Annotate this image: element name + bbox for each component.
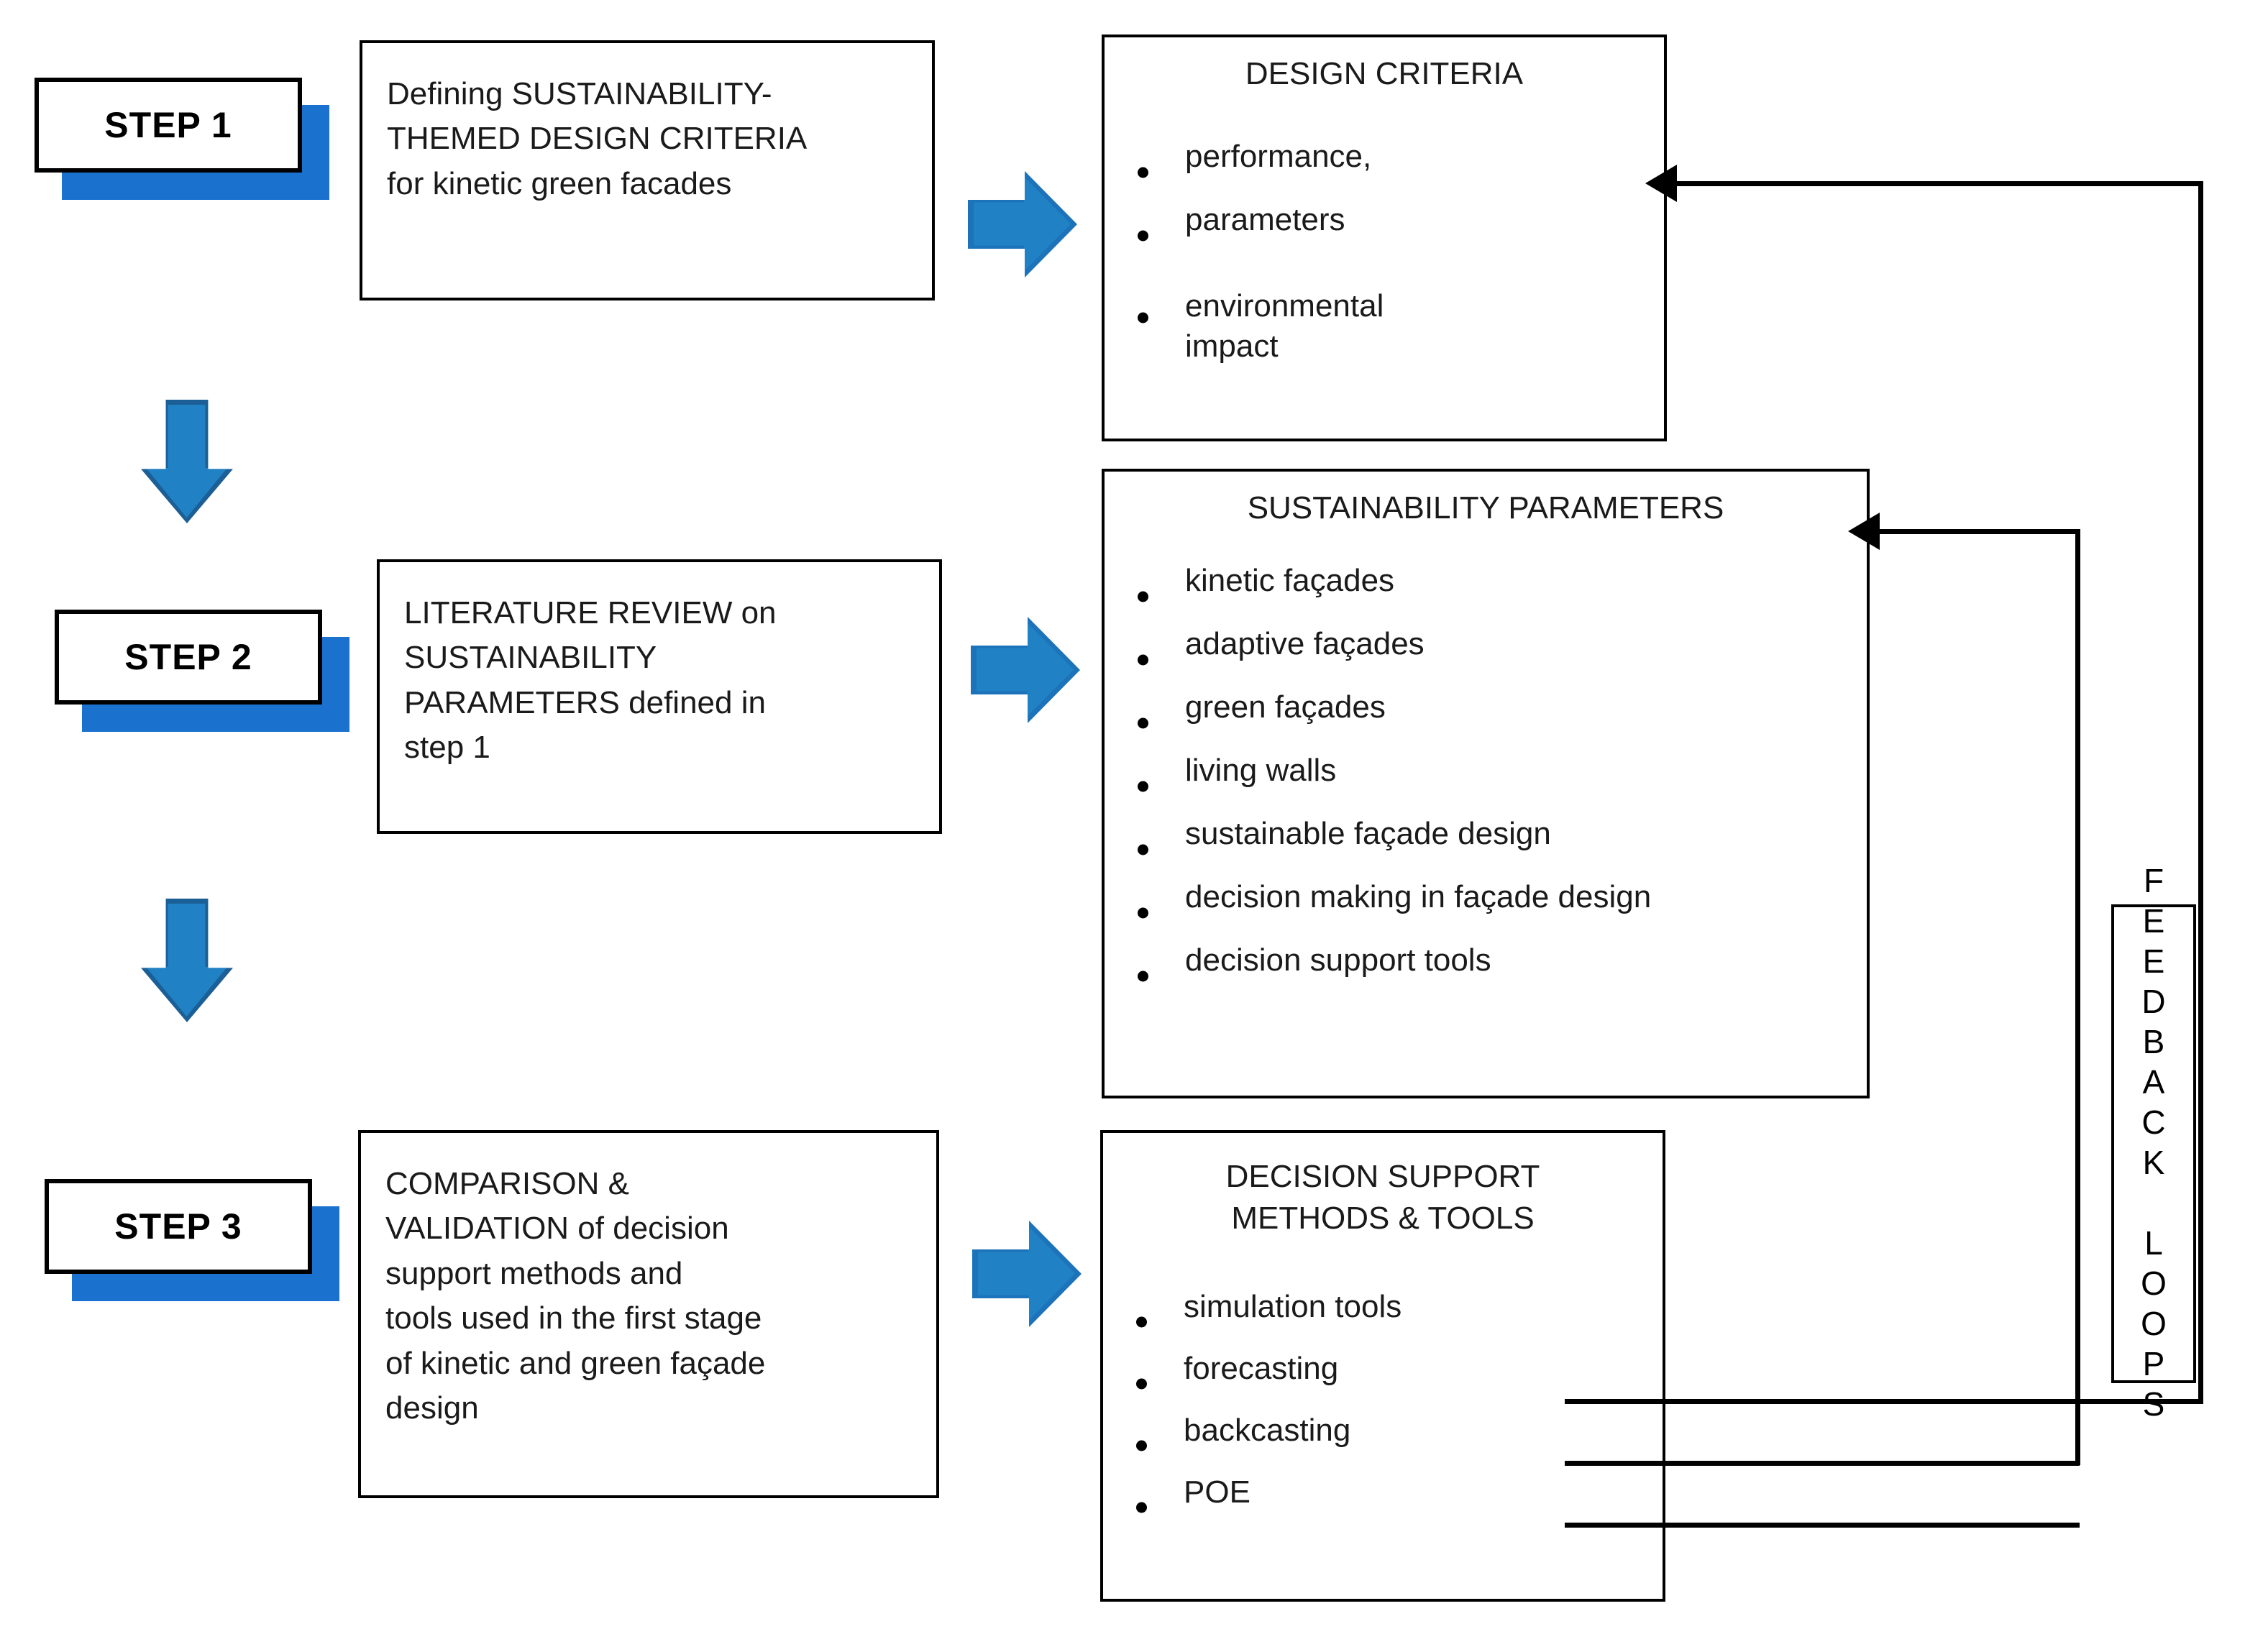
list-item: backcasting <box>1103 1415 1663 1477</box>
design-criteria-title: DESIGN CRITERIA <box>1245 56 1524 91</box>
design-criteria-box: DESIGN CRITERIA performance, parameters … <box>1102 35 1667 441</box>
step-1-chip: STEP 1 <box>35 78 329 200</box>
list-item: green façades <box>1105 692 1867 755</box>
feedback-line-b-horizontal-top <box>1878 529 2080 534</box>
feedback-line-a-vertical <box>2198 181 2203 1403</box>
decision-support-title: DECISION SUPPORT METHODS & TOOLS <box>1225 1159 1540 1236</box>
decision-support-box: DECISION SUPPORT METHODS & TOOLS simulat… <box>1100 1130 1665 1602</box>
step-3-description-text: COMPARISON & VALIDATION of decision supp… <box>385 1166 766 1426</box>
feedback-line-c-horizontal-bottom <box>1565 1523 2080 1528</box>
feedback-loops-box: FEEDBACK LOOPS <box>2111 862 2196 1426</box>
list-item: parameters <box>1105 204 1664 267</box>
block-right-arrow-icon-2 <box>971 617 1080 723</box>
step-2-description-text: LITERATURE REVIEW on SUSTAINABILITY PARA… <box>404 595 777 766</box>
decision-support-list: simulation tools forecasting backcasting… <box>1103 1291 1663 1538</box>
feedback-line-b-horizontal-bottom <box>1565 1461 2080 1466</box>
step-3-chip: STEP 3 <box>45 1179 339 1301</box>
list-item: POE <box>1103 1477 1663 1538</box>
list-item: adaptive façades <box>1105 628 1867 692</box>
step-3-description-box: COMPARISON & VALIDATION of decision supp… <box>358 1130 939 1498</box>
step-1-description-text: Defining SUSTAINABILITY- THEMED DESIGN C… <box>387 76 808 201</box>
list-item: sustainable façade design <box>1105 818 1867 881</box>
design-criteria-list: performance, parameters environmental im… <box>1105 141 1664 364</box>
step-2-label: STEP 2 <box>55 610 322 705</box>
list-item: living walls <box>1105 755 1867 818</box>
block-down-arrow-icon-2 <box>141 899 233 1022</box>
feedback-line-a-horizontal-bottom <box>1565 1399 2203 1404</box>
feedback-arrowhead-sustainability-parameters <box>1848 513 1880 550</box>
step-2-description-box: LITERATURE REVIEW on SUSTAINABILITY PARA… <box>377 559 942 834</box>
feedback-arrowhead-design-criteria <box>1645 165 1677 202</box>
step-2-chip: STEP 2 <box>55 610 349 732</box>
list-item: kinetic façades <box>1105 565 1867 628</box>
sustainability-parameters-title: SUSTAINABILITY PARAMETERS <box>1247 490 1724 526</box>
step-1-description-box: Defining SUSTAINABILITY- THEMED DESIGN C… <box>360 40 935 300</box>
feedback-line-a-horizontal-top <box>1675 181 2203 186</box>
block-right-arrow-icon-1 <box>968 171 1077 277</box>
feedback-loops-label: FEEDBACK LOOPS <box>2135 862 2172 1426</box>
list-item: forecasting <box>1103 1353 1663 1415</box>
sustainability-parameters-box: SUSTAINABILITY PARAMETERS kinetic façade… <box>1102 469 1870 1098</box>
block-right-arrow-icon-3 <box>972 1221 1082 1327</box>
feedback-line-b-vertical <box>2075 529 2080 1465</box>
sustainability-parameters-list: kinetic façades adaptive façades green f… <box>1105 565 1867 1008</box>
block-down-arrow-icon-1 <box>141 400 233 523</box>
step-3-label: STEP 3 <box>45 1179 312 1274</box>
step-1-label: STEP 1 <box>35 78 302 173</box>
list-item: decision making in façade design <box>1105 881 1867 945</box>
list-item: performance, <box>1105 141 1664 204</box>
list-item: environmental impact <box>1105 286 1664 364</box>
list-item: simulation tools <box>1103 1291 1663 1353</box>
list-item: decision support tools <box>1105 945 1867 1008</box>
